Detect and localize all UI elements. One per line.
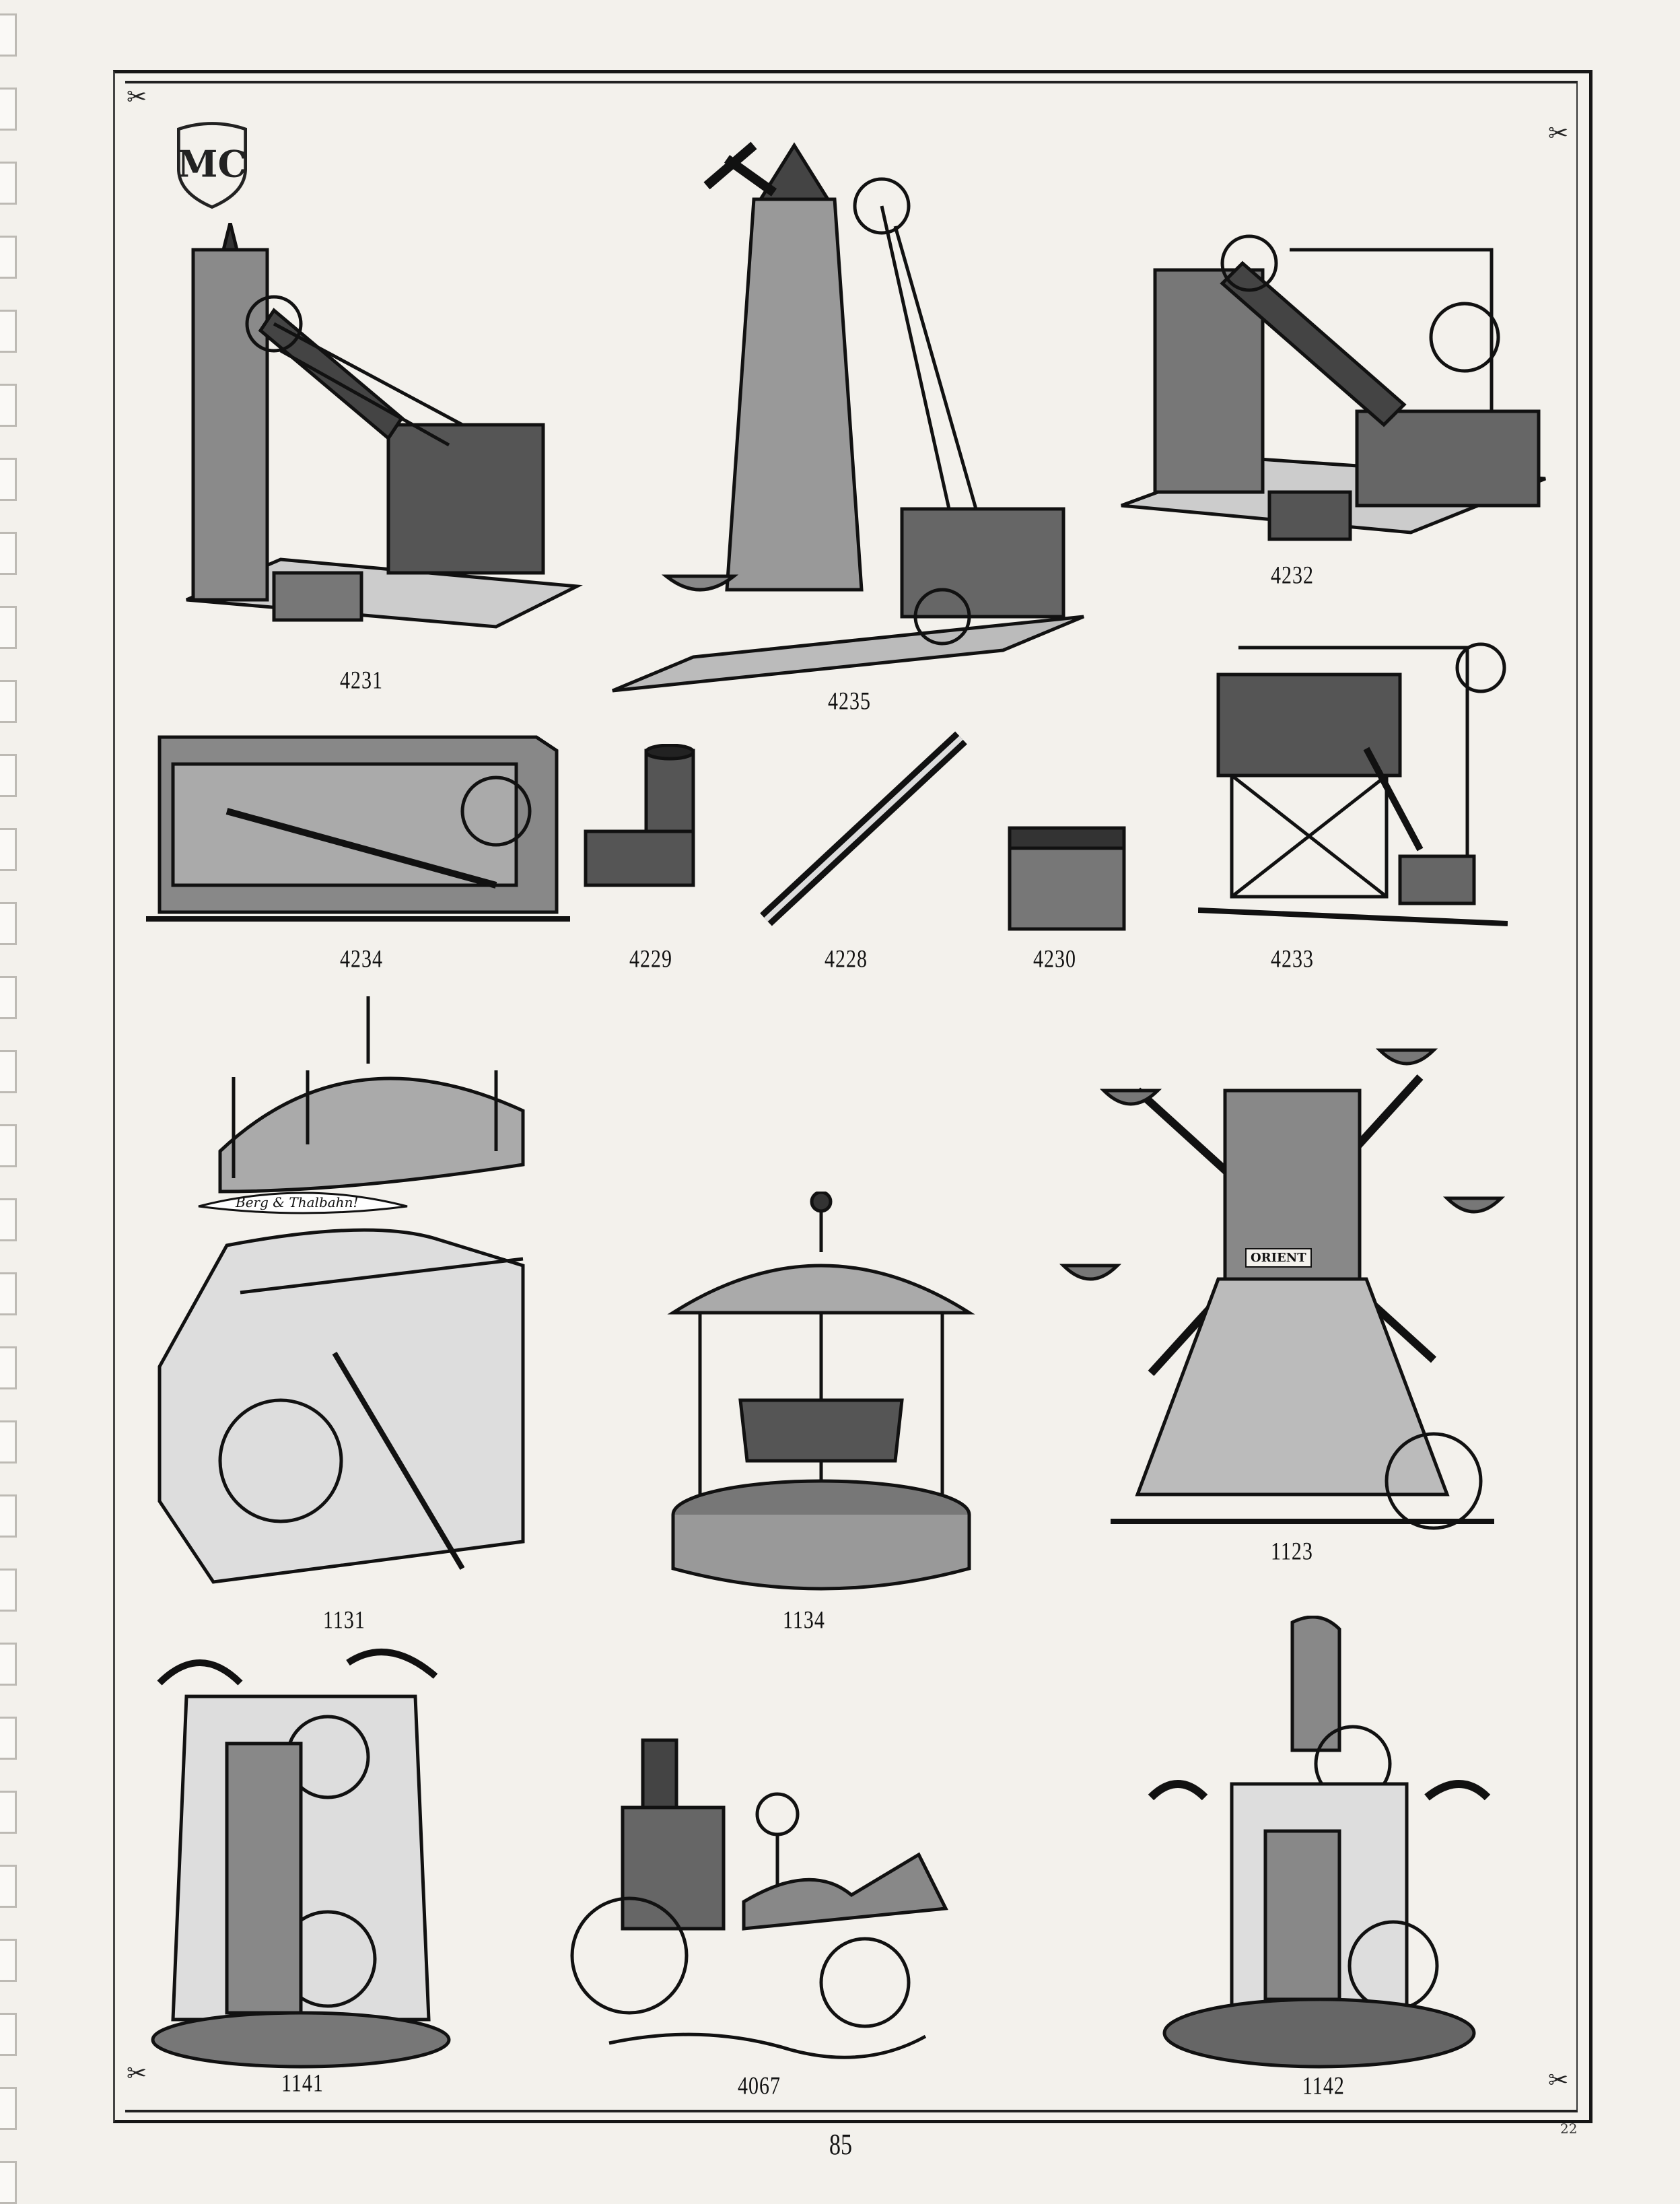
binding-hole	[0, 2087, 17, 2130]
binding-hole	[0, 1050, 17, 1093]
binding-hole	[0, 1569, 17, 1612]
figure-1123-label: 1123	[1271, 1537, 1313, 1565]
figure-4234-label: 4234	[340, 944, 383, 973]
figure-1134-illustration	[653, 1192, 989, 1602]
corner-scissor-icon: ✂	[1548, 120, 1569, 147]
figure-4230-illustration	[996, 815, 1138, 936]
binding-hole	[0, 162, 17, 205]
figure-1142-label: 1142	[1302, 2071, 1345, 2100]
figure-4233-label: 4233	[1271, 944, 1314, 973]
binding-hole	[0, 458, 17, 501]
figure-1141-label: 1141	[281, 2069, 324, 2097]
binding-hole	[0, 384, 17, 427]
monogram-logo: MC	[168, 121, 256, 209]
figure-1123-sign: ORIENT	[1245, 1248, 1346, 1275]
binding-hole	[0, 1420, 17, 1463]
binding-hole	[0, 2013, 17, 2056]
binding-hole	[0, 1346, 17, 1389]
binding-hole	[0, 1791, 17, 1834]
figure-4232-label: 4232	[1271, 561, 1314, 589]
page-number: 85	[829, 2129, 852, 2162]
figure-4234-illustration	[146, 710, 570, 929]
binding-hole	[0, 1494, 17, 1538]
binding-hole	[0, 606, 17, 649]
figure-4229-label: 4229	[629, 944, 672, 973]
svg-text:MC: MC	[177, 143, 246, 186]
binding-hole	[0, 2161, 17, 2204]
corner-scissor-icon: ✂	[127, 2060, 147, 2088]
figure-4228-illustration	[753, 724, 975, 933]
binding-hole	[0, 754, 17, 797]
binding-hole	[0, 828, 17, 871]
binding-hole	[0, 236, 17, 279]
binding-hole	[0, 1124, 17, 1167]
page-frame-outer	[113, 70, 1593, 2123]
corner-scissor-icon: ✂	[1548, 2067, 1569, 2094]
figure-1131-illustration	[146, 976, 584, 1595]
binding-hole	[0, 13, 17, 57]
figure-1142-illustration	[1138, 1616, 1501, 2073]
binding-hole	[0, 1717, 17, 1760]
figure-1131-label: 1131	[323, 1606, 365, 1634]
binding-hole	[0, 680, 17, 723]
figure-4231-label: 4231	[340, 666, 383, 694]
figure-1141-illustration	[146, 1643, 462, 2080]
figure-4232-illustration	[1115, 223, 1552, 553]
figure-4229-illustration	[579, 744, 707, 909]
binding-hole	[0, 976, 17, 1019]
figure-4067-label: 4067	[738, 2071, 781, 2100]
binding-hole	[0, 1198, 17, 1241]
binding-hole	[0, 88, 17, 131]
figure-4235-label: 4235	[828, 687, 871, 715]
figure-4235-illustration	[599, 118, 1090, 704]
corner-scissor-icon: ✂	[127, 83, 147, 111]
binding-hole	[0, 1939, 17, 1982]
figure-1134-label: 1134	[783, 1606, 825, 1634]
figure-4231-illustration	[146, 223, 584, 654]
binding-hole	[0, 1643, 17, 1686]
binding-hole	[0, 532, 17, 575]
figure-4067-illustration	[569, 1727, 979, 2077]
figure-1131-sign: Berg & Thalbahn!	[195, 1186, 411, 1227]
page-frame-inner	[125, 81, 1578, 2112]
binding-hole	[0, 310, 17, 353]
binding-hole	[0, 1865, 17, 1908]
binding-hole	[0, 1272, 17, 1315]
figure-4230-label: 4230	[1033, 944, 1076, 973]
figure-1123-illustration	[1057, 1010, 1508, 1535]
figure-4233-illustration	[1198, 627, 1508, 927]
binding-hole	[0, 902, 17, 945]
corner-mark: 22	[1560, 2121, 1578, 2137]
figure-4228-label: 4228	[825, 944, 868, 973]
